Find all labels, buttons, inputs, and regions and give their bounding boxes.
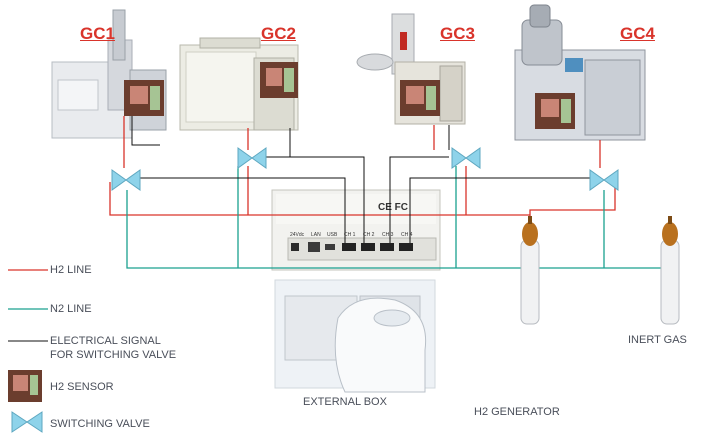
legend-valve-text: SWITCHING VALVE: [50, 418, 150, 430]
legend-h2-sensor-text: H2 SENSOR: [50, 381, 114, 393]
gc2-instrument: [179, 37, 299, 131]
valve-icon: [111, 169, 141, 191]
port-label: CH 4: [401, 232, 413, 238]
port-label: LAN: [311, 232, 321, 238]
port-label: USB: [327, 232, 338, 238]
h2-cylinder: [520, 216, 540, 325]
legend-valve-icon: [11, 411, 43, 433]
gc2-h2-sensor-icon: [260, 62, 298, 98]
legend-h2-sensor-icon: [8, 370, 42, 402]
valve-icon: [237, 147, 267, 169]
external-box-label: EXTERNAL BOX: [303, 396, 387, 408]
inert-gas-label: INERT GAS: [628, 334, 687, 346]
port-label: CH 1: [344, 232, 356, 238]
port-label: CH 2: [363, 232, 375, 238]
valve-icon: [451, 147, 481, 169]
gc3-h2-sensor-icon: [400, 80, 440, 116]
legend-signal-text-1: ELECTRICAL SIGNAL: [50, 335, 161, 347]
gc4-label: GC4: [620, 24, 655, 43]
port-label: 24Vdc: [290, 232, 305, 238]
legend-signal-text-2: FOR SWITCHING VALVE: [50, 349, 177, 361]
valve-icon: [589, 169, 619, 191]
gc1-h2-sensor-icon: [124, 80, 164, 116]
legend-h2-line-text: H2 LINE: [50, 264, 92, 276]
port-label: CH 3: [382, 232, 394, 238]
external-box-photo: [274, 279, 436, 393]
gc2-label: GC2: [261, 24, 296, 43]
legend-n2-line-text: N2 LINE: [50, 303, 92, 315]
h2-generator-label: H2 GENERATOR: [474, 406, 560, 418]
gc1-label: GC1: [80, 24, 115, 43]
legend-swatches: [8, 269, 48, 342]
control-box: CE FC 24Vdc LAN USB CH 1 CH 2 CH 3 CH 4: [271, 189, 441, 271]
inert-gas-cylinder: [660, 216, 680, 325]
signal-line-network: [131, 116, 590, 243]
gc4-h2-sensor-icon: [535, 93, 575, 129]
box-ports-row: 24Vdc LAN USB CH 1 CH 2 CH 3 CH 4: [290, 232, 413, 252]
gc3-label: GC3: [440, 24, 475, 43]
box-marking: CE FC: [378, 202, 408, 213]
